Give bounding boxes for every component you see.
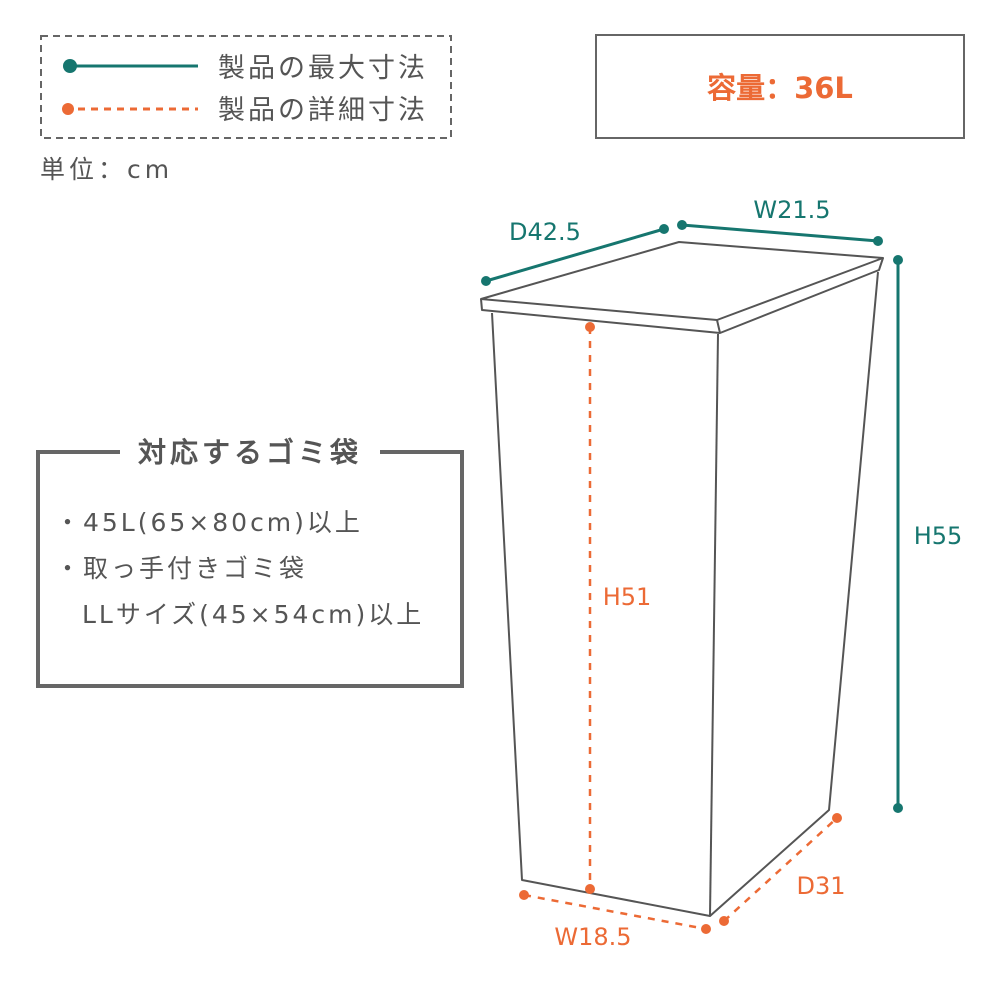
depth-bottom-label: D31	[796, 872, 845, 900]
bags-line-3: LLサイズ(45×54cm)以上	[82, 600, 424, 629]
depth-bottom-line	[723, 817, 838, 922]
legend-border	[40, 35, 452, 139]
depth-top-label: D42.5	[509, 218, 581, 246]
bags-line-2: ・取っ手付きゴミ袋	[55, 554, 307, 583]
depth-top-line	[485, 227, 665, 283]
dot	[701, 924, 711, 934]
height-max-label: H55	[914, 522, 963, 550]
dot	[585, 322, 595, 332]
lid-top	[480, 241, 884, 321]
trash-bin-drawing	[480, 241, 884, 917]
height-inner-label: H51	[603, 583, 652, 611]
legend-detail-label: 製品の詳細寸法	[218, 95, 428, 126]
dot	[585, 884, 595, 894]
bin-body	[491, 271, 879, 917]
bags-line-1: ・45L(65×80cm)以上	[55, 508, 363, 537]
dot	[873, 236, 883, 246]
width-top-line	[681, 223, 879, 243]
unit-label: 単位：cm	[40, 155, 173, 184]
dot	[677, 220, 687, 230]
detail-dimensions: H51 W18.5 D31	[519, 322, 846, 951]
dot	[519, 890, 529, 900]
dot	[659, 224, 669, 234]
dot	[719, 916, 729, 926]
lid-edge	[480, 257, 884, 334]
dot	[481, 276, 491, 286]
capacity-box	[595, 34, 965, 139]
width-bottom-line	[523, 893, 707, 931]
bin-front-edge	[709, 333, 719, 917]
width-top-label: W21.5	[753, 196, 830, 224]
width-bottom-label: W18.5	[554, 923, 631, 951]
bags-box-border	[36, 450, 464, 688]
legend: 製品の最大寸法 製品の詳細寸法	[40, 35, 452, 139]
legend-max-label: 製品の最大寸法	[218, 53, 428, 84]
legend-detail-dot	[62, 103, 74, 115]
legend-max-dot	[63, 59, 77, 73]
dot	[893, 803, 903, 813]
dot	[832, 813, 842, 823]
capacity-label: 容量：36L	[707, 71, 853, 105]
dot	[893, 255, 903, 265]
compatible-bags-box: 対応するゴミ袋 ・45L(65×80cm)以上 ・取っ手付きゴミ袋 LLサイズ(…	[36, 436, 464, 688]
max-dimensions: D42.5 W21.5 H55	[481, 196, 962, 813]
lid-corner	[716, 319, 721, 334]
bags-title: 対応するゴミ袋	[138, 436, 362, 469]
